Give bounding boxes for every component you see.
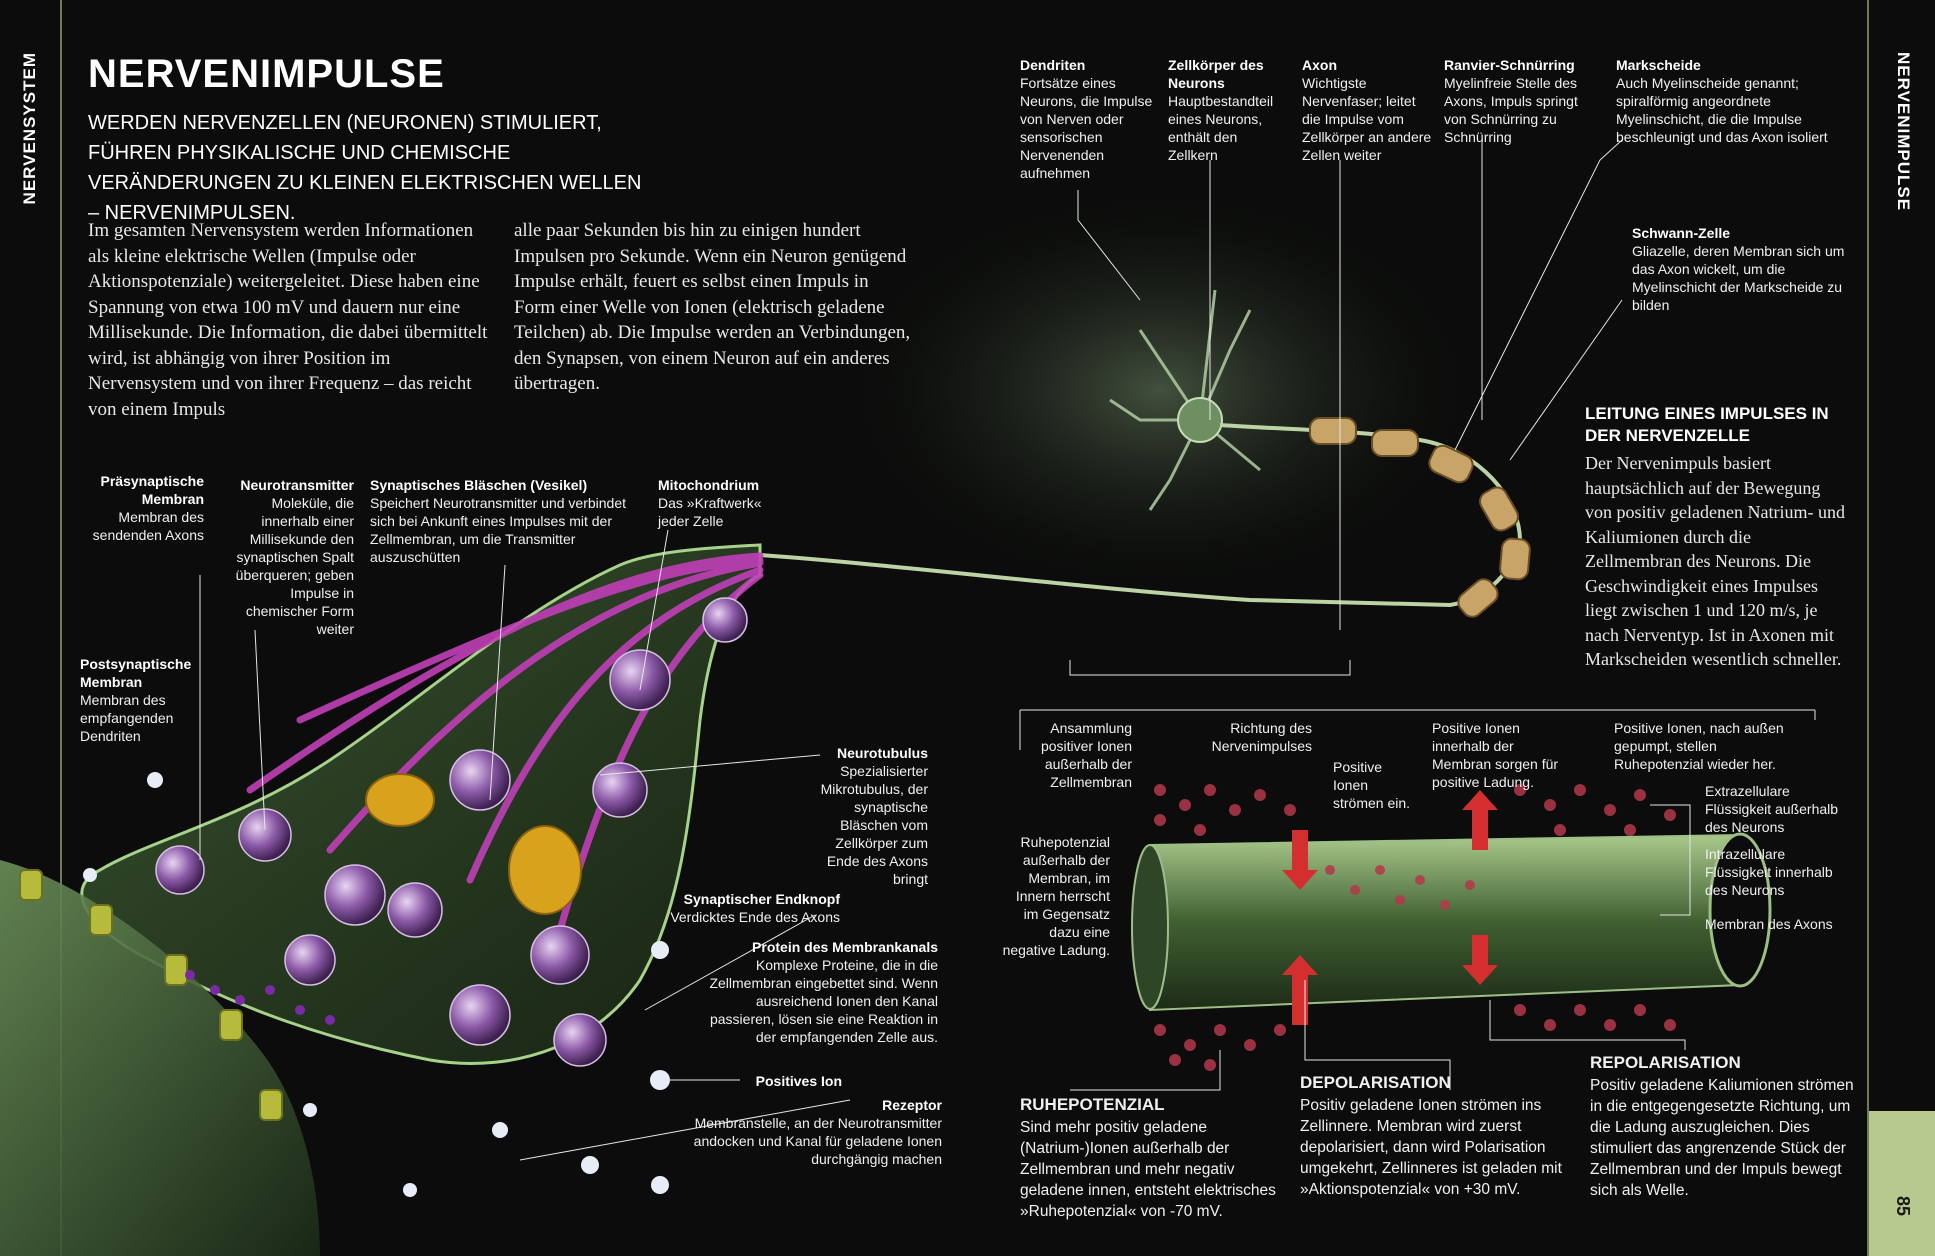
receptors: [19, 869, 283, 1121]
label-endknopf-text: Verdicktes Ende des Axons: [670, 909, 840, 925]
label-dendriten: Dendriten Fortsätze eines Neurons, die I…: [1020, 56, 1160, 182]
label-endknopf-title: Synaptischer Endknopf: [683, 891, 840, 907]
label-neurotubulus-title: Neurotubulus: [837, 745, 928, 761]
label-praesynaptisch-title: Präsynaptische Membran: [100, 473, 205, 507]
label-rezeptor-text: Membranstelle, an der Neurotransmitter a…: [693, 1115, 942, 1167]
label-ranvier: Ranvier-Schnürring Myelinfreie Stelle de…: [1444, 56, 1594, 146]
page-lede: WERDEN NERVENZELLEN (NEURONEN) STIMULIER…: [88, 112, 642, 224]
intro-col-1: Im gesamten Nervensystem werden Informat…: [88, 220, 488, 420]
mitochondria: [365, 773, 582, 915]
label-schwann-title: Schwann-Zelle: [1632, 225, 1731, 241]
label-positive-aussen: Positive Ionen, nach außen gepumpt, stel…: [1614, 720, 1784, 772]
postsynaptic-membrane: [0, 860, 320, 1256]
label-postsynaptisch: Postsynaptische Membran Membran des empf…: [80, 655, 200, 745]
label-axon-title: Axon: [1302, 57, 1337, 73]
label-mitochondrium: Mitochondrium Das »Kraftwerk« jeder Zell…: [658, 476, 788, 530]
topic-label: NERVENIMPULSE: [1894, 52, 1913, 212]
phase-ruhe-text: Sind mehr positiv geladene (Natrium-)Ion…: [1020, 1119, 1276, 1220]
label-rezeptor-title: Rezeptor: [882, 1097, 942, 1113]
page-title: NERVENIMPULSE: [88, 52, 445, 96]
label-neurotubulus-text: Spezialisierter Mikrotubulus, der synapt…: [820, 763, 928, 887]
phase-depol: DEPOLARISATION Positiv geladene Ionen st…: [1300, 1072, 1582, 1200]
label-schwann: Schwann-Zelle Gliazelle, deren Membran s…: [1632, 224, 1854, 314]
label-positives-ion-title: Positives Ion: [755, 1073, 842, 1089]
ion-cloud-bottom: [1154, 1004, 1676, 1071]
phase-repol-title: REPOLARISATION: [1590, 1053, 1741, 1072]
label-neurotransmitter-text: Moleküle, die innerhalb einer Millisekun…: [235, 495, 354, 637]
neurotransmitters: [185, 970, 335, 1025]
phase-ruhe: RUHEPOTENZIAL Sind mehr positiv geladene…: [1020, 1094, 1290, 1222]
label-richtung: Richtung des Nervenimpulses: [1211, 720, 1312, 754]
label-postsynaptisch-title: Postsynaptische Membran: [80, 656, 192, 690]
positive-ions: [83, 772, 670, 1197]
label-markscheide: Markscheide Auch Myelinscheide genannt; …: [1616, 56, 1852, 146]
label-blaeschen: Synaptisches Bläschen (Vesikel) Speicher…: [370, 476, 642, 566]
label-zellkoerper-title: Zellkörper des Neurons: [1168, 57, 1264, 91]
label-mitochondrium-title: Mitochondrium: [658, 477, 760, 493]
label-dendriten-text: Fortsätze eines Neurons, die Impulse von…: [1020, 75, 1153, 181]
axon-tube: [1149, 833, 1741, 1012]
label-positives-ion: Positives Ion: [700, 1072, 842, 1090]
phase-ruhe-title: RUHEPOTENZIAL: [1020, 1095, 1165, 1114]
label-neurotubulus: Neurotubulus Spezialisierter Mikrotubulu…: [800, 744, 928, 888]
label-dendriten-title: Dendriten: [1020, 57, 1086, 73]
label-ansammlung: Ansammlung positiver Ionen außerhalb der…: [1040, 720, 1132, 790]
phase-repol-text: Positiv geladene Kaliumionen strömen in …: [1590, 1077, 1854, 1199]
leitung-title: LEITUNG EINES IMPULSES IN DER NERVENZELL…: [1585, 404, 1829, 445]
label-protein-text: Komplexe Proteine, die in die Zellmembra…: [709, 957, 938, 1045]
label-protein-title: Protein des Membrankanals: [752, 939, 938, 955]
label-rezeptor: Rezeptor Membranstelle, an der Neurotran…: [690, 1096, 942, 1168]
label-intrazellulaer: Intrazellulare Flüssigkeit innerhalb des…: [1705, 846, 1833, 898]
label-praesynaptisch-text: Membran des sendenden Axons: [92, 509, 204, 543]
label-zellkoerper: Zellkörper des Neurons Hauptbestandteil …: [1168, 56, 1286, 164]
label-ranvier-title: Ranvier-Schnürring: [1444, 57, 1575, 73]
label-mitochondrium-text: Das »Kraftwerk« jeder Zelle: [658, 495, 762, 529]
leitung-section: LEITUNG EINES IMPULSES IN DER NERVENZELL…: [1585, 403, 1845, 672]
page-number-box: 85: [1869, 1111, 1935, 1256]
label-extrazellulaer: Extrazellulare Flüssigkeit außerhalb des…: [1705, 783, 1839, 835]
label-praesynaptisch: Präsynaptische Membran Membran des sende…: [84, 472, 204, 544]
page-number: 85: [1893, 1195, 1913, 1216]
label-axon: Axon Wichtigste Nervenfaser; leitet die …: [1302, 56, 1434, 164]
label-postsynaptisch-text: Membran des empfangenden Dendriten: [80, 692, 174, 744]
axon-tube-end: [1131, 844, 1169, 1010]
label-neurotransmitter-title: Neurotransmitter: [240, 477, 354, 493]
label-zellkoerper-text: Hauptbestandteil eines Neurons, enthält …: [1168, 93, 1274, 163]
label-schwann-text: Gliazelle, deren Membran sich um das Axo…: [1632, 243, 1845, 313]
right-sidebar: NERVENIMPULSE 85: [1867, 0, 1935, 1256]
label-axon-text: Wichtigste Nervenfaser; leitet die Impul…: [1302, 75, 1432, 163]
label-positive-innerhalb: Positive Ionen innerhalb der Membran sor…: [1432, 720, 1559, 790]
phase-depol-text: Positiv geladene Ionen strömen ins Zelli…: [1300, 1097, 1562, 1198]
myelin-sheath: [1309, 417, 1531, 618]
phase-depol-title: DEPOLARISATION: [1300, 1073, 1451, 1092]
label-protein: Protein des Membrankanals Komplexe Prote…: [690, 938, 938, 1046]
leitung-text: Der Nervenimpuls basiert hauptsächlich a…: [1585, 453, 1845, 669]
label-ranvier-text: Myelinfreie Stelle des Axons, Impuls spr…: [1444, 75, 1578, 145]
label-positive-ein: Positive Ionen strömen ein.: [1333, 759, 1411, 811]
label-blaeschen-title: Synaptisches Bläschen (Vesikel): [370, 477, 588, 493]
label-markscheide-text: Auch Myelinscheide genannt; spiralförmig…: [1616, 75, 1828, 145]
phase-repol: REPOLARISATION Positiv geladene Kaliumio…: [1590, 1052, 1860, 1201]
ion-flow-arrows: [1282, 790, 1498, 1025]
vesicles: [155, 597, 748, 1067]
neuron-glow: [830, 180, 1490, 600]
label-ruhepotenzial-aussen: Ruhepotenzial außerhalb der Membran, im …: [1002, 834, 1110, 958]
ion-cloud-top: [1154, 784, 1676, 910]
intro-col-2: alle paar Sekunden bis hin zu einigen hu…: [514, 220, 911, 394]
label-endknopf: Synaptischer Endknopf Verdicktes Ende de…: [630, 890, 840, 926]
label-membran-axon: Membran des Axons: [1705, 916, 1833, 932]
label-neurotransmitter: Neurotransmitter Moleküle, die innerhalb…: [220, 476, 354, 638]
label-blaeschen-text: Speichert Neurotransmitter und verbindet…: [370, 495, 627, 565]
label-markscheide-title: Markscheide: [1616, 57, 1701, 73]
leader-lines: [199, 139, 1816, 1161]
